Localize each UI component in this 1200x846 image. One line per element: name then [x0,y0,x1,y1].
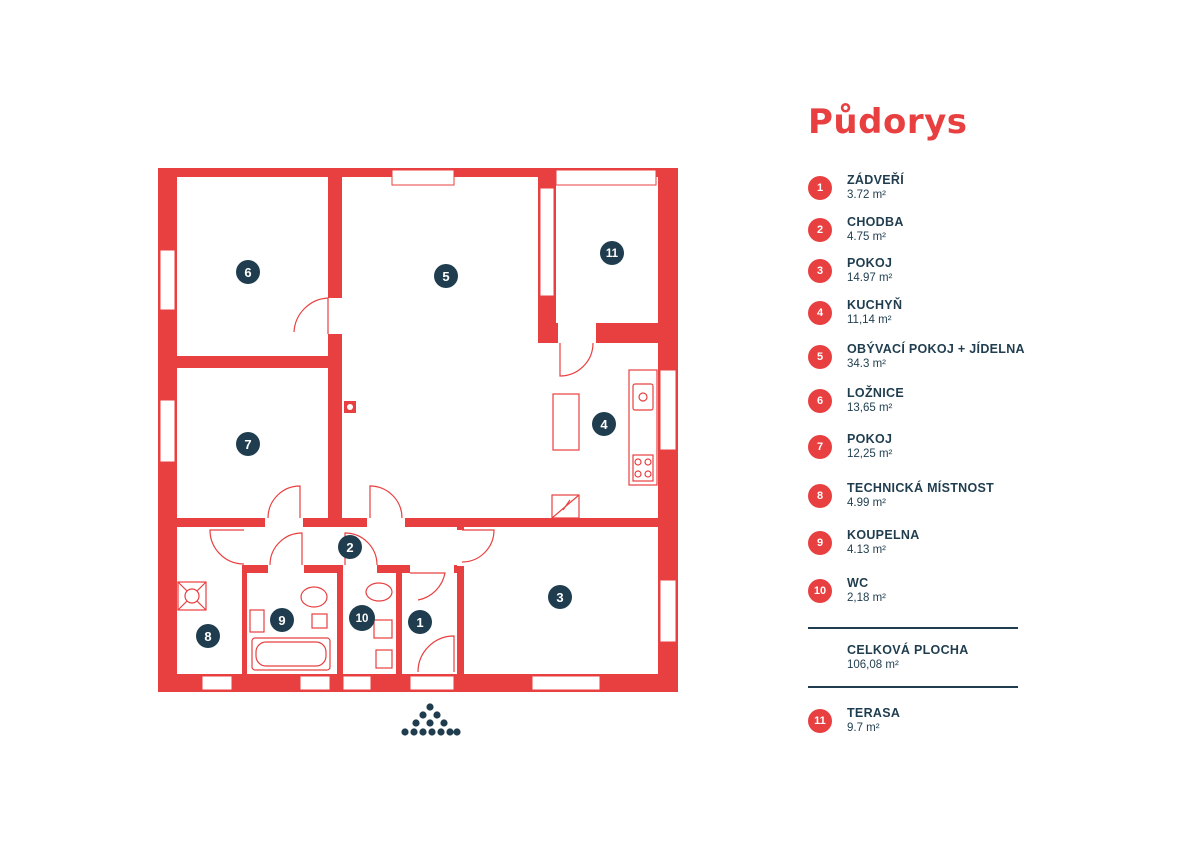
legend-divider-bottom [808,686,1018,688]
legend-room-name: OBÝVACÍ POKOJ + JÍDELNA [847,342,1025,356]
legend-room-area: 12,25 m² [847,448,893,460]
legend-room-name: POKOJ [847,256,893,270]
legend-room-name: TECHNICKÁ MÍSTNOST [847,481,995,495]
legend-number-badge: 8 [808,484,832,508]
legend-room-name: POKOJ [847,432,893,446]
doors [209,297,596,673]
room-marker-2 [338,535,362,559]
room-marker-labels: 1 2 3 4 5 6 7 8 9 10 11 [204,248,618,644]
room-marker-3 [548,585,572,609]
legend-room-area: 4.75 m² [847,231,886,243]
room-marker-1 [408,610,432,634]
room-marker-label-8: 8 [204,629,211,644]
room-marker-label-9: 9 [278,613,285,628]
legend-room-name: ZÁDVEŘÍ [847,173,904,187]
legend-room-name: WC [847,576,869,590]
legend-room-name: KOUPELNA [847,528,920,542]
legend-room-name: KUCHYŇ [847,298,903,312]
window-openings [159,169,677,691]
legend-number-badge: 4 [808,301,832,325]
legend-room-area: 13,65 m² [847,402,893,414]
legend-room-area: 11,14 m² [847,314,892,326]
fixtures [177,369,658,671]
room-marker-5 [434,264,458,288]
room-marker-4 [592,412,616,436]
logo-mark [401,703,461,736]
legend-divider-top [808,627,1018,629]
room-marker-label-7: 7 [244,437,251,452]
room-marker-label-5: 5 [442,269,449,284]
room-markers [196,241,624,648]
page-title: Půdorys [808,102,968,142]
room-marker-label-4: 4 [600,417,608,432]
room-marker-8 [196,624,220,648]
legend-number-badge: 3 [808,259,832,283]
room-marker-label-2: 2 [346,540,353,555]
legend-number-badge: 2 [808,218,832,242]
room-marker-10 [349,605,375,631]
room-marker-6 [236,260,260,284]
room-marker-label-11: 11 [606,248,619,260]
legend-number-badge: 10 [808,579,832,603]
legend-room-area: 34.3 m² [847,358,886,370]
legend-room-name: TERASA [847,706,901,720]
room-marker-label-3: 3 [556,590,563,605]
room-marker-label-10: 10 [356,613,369,625]
legend-room-area: 9.7 m² [847,722,880,734]
legend-number-badge: 5 [808,345,832,369]
legend-room-name: CHODBA [847,215,904,229]
room-marker-11 [600,241,624,265]
legend-number-badge: 1 [808,176,832,200]
legend-room-area: 14.97 m² [847,272,893,284]
legend-number-badge: 7 [808,435,832,459]
legend-number-badge: 11 [808,709,832,733]
total-area-value: 106,08 m² [847,659,899,671]
legend-number-badge: 6 [808,389,832,413]
room-marker-9 [270,608,294,632]
legend-number-badge: 9 [808,531,832,555]
legend-room-area: 2,18 m² [847,592,886,604]
room-marker-label-1: 1 [416,615,423,630]
legend-room-area: 4.13 m² [847,544,886,556]
room-marker-7 [236,432,260,456]
total-area-label: CELKOVÁ PLOCHA [847,643,969,657]
legend-room-area: 4.99 m² [847,497,886,509]
legend-room-name: LOŽNICE [847,386,904,400]
legend-room-area: 3.72 m² [847,189,886,201]
room-marker-label-6: 6 [244,265,251,280]
